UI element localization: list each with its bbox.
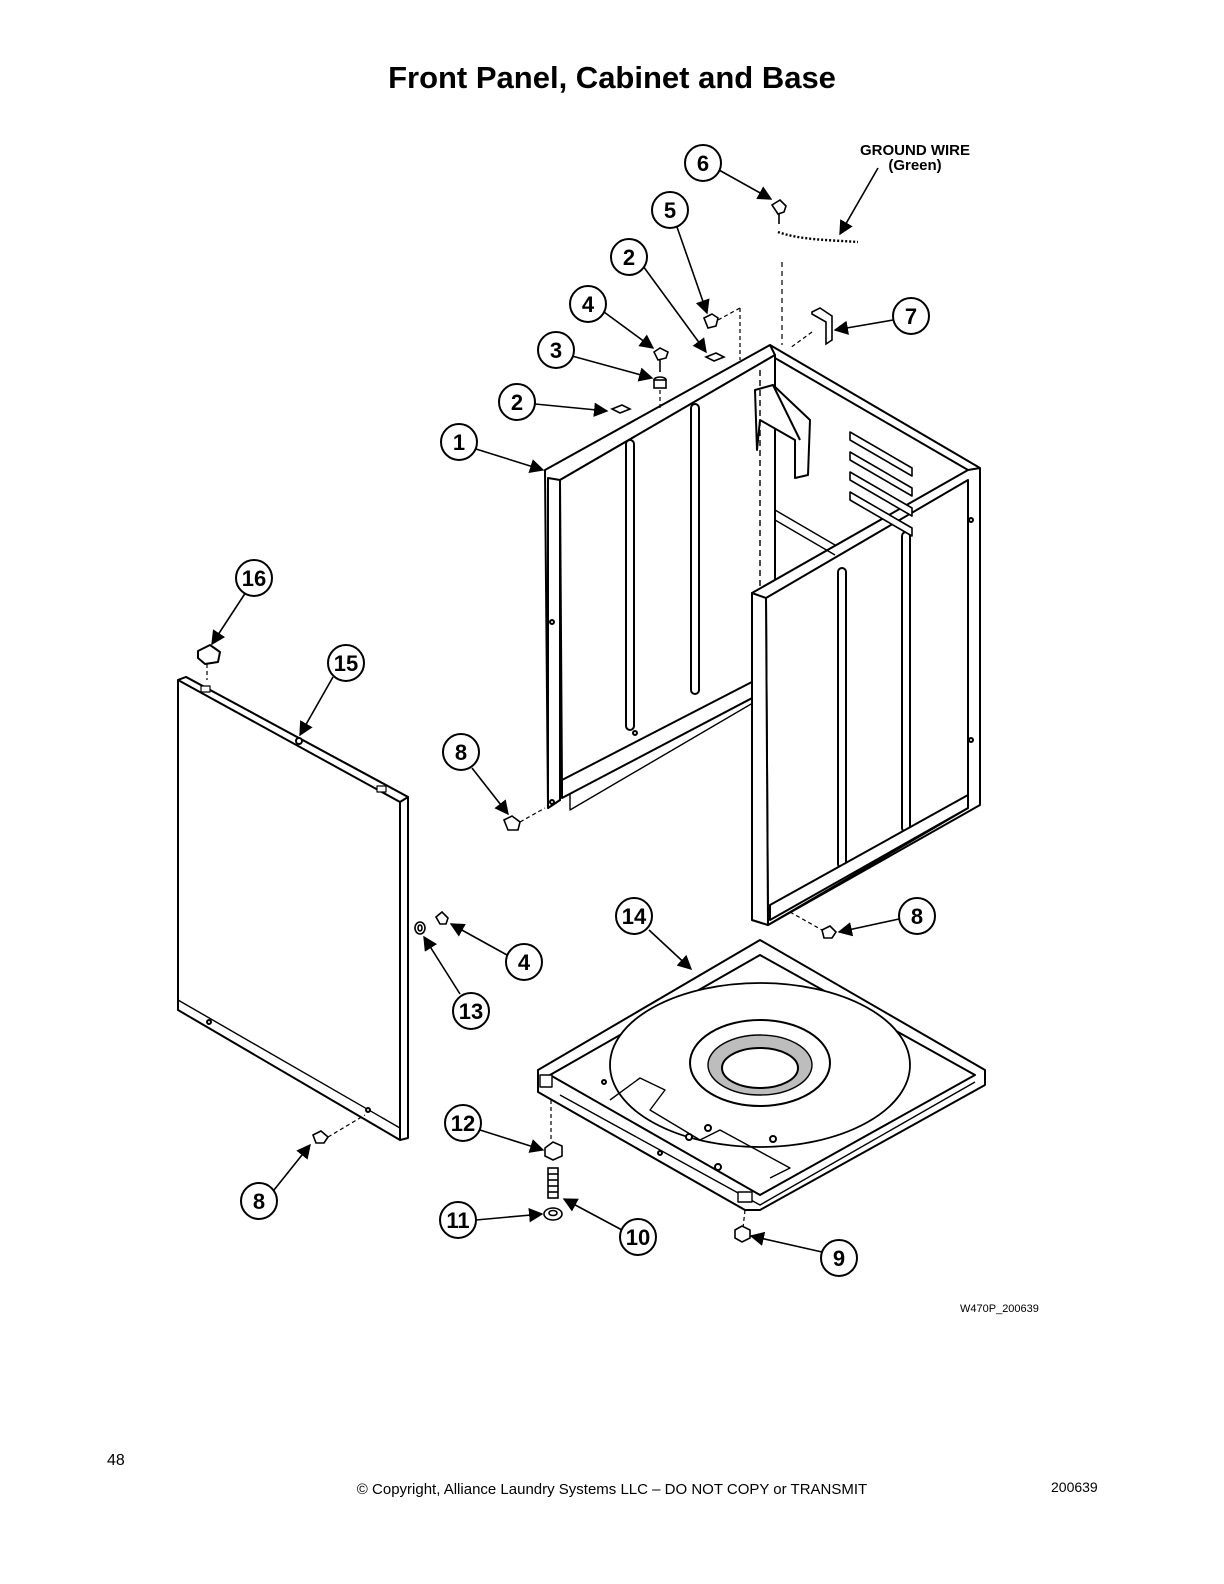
cabinet-drawing (544, 344, 981, 926)
callout-12: 12 (444, 1104, 482, 1142)
svg-text:12: 12 (451, 1111, 475, 1136)
leader-lines (211, 167, 900, 1253)
callout-4a: 4 (569, 285, 607, 323)
callout-8c: 8 (240, 1182, 278, 1220)
document-number: 200639 (1051, 1479, 1098, 1495)
drawing-id: W470P_200639 (960, 1303, 1039, 1315)
svg-text:16: 16 (242, 566, 266, 591)
svg-text:3: 3 (550, 338, 562, 363)
svg-text:4: 4 (518, 950, 531, 975)
callout-1: 1 (440, 423, 478, 461)
svg-text:8: 8 (911, 904, 923, 929)
callout-8a: 8 (442, 733, 480, 771)
svg-text:11: 11 (446, 1208, 469, 1233)
svg-text:4: 4 (582, 292, 595, 317)
callout-8b: 8 (898, 897, 936, 935)
base-drawing (537, 939, 986, 1229)
hardware-parts (311, 198, 859, 1243)
callout-2b: 2 (498, 383, 536, 421)
copyright-notice: © Copyright, Alliance Laundry Systems LL… (356, 1481, 868, 1498)
page-title: Front Panel, Cabinet and Base (388, 60, 836, 95)
callout-14: 14 (615, 897, 653, 935)
callout-9: 9 (820, 1239, 858, 1277)
svg-text:1: 1 (453, 430, 465, 455)
front-panel-drawing (177, 644, 409, 1141)
ground-wire-label-line1: GROUND WIRE (860, 142, 970, 159)
callout-5: 5 (651, 191, 689, 229)
svg-text:2: 2 (623, 245, 635, 270)
svg-text:8: 8 (253, 1189, 265, 1214)
callout-13: 13 (452, 992, 490, 1030)
ground-wire-label: GROUND WIRE (Green) (840, 143, 990, 173)
callout-2a: 2 (610, 238, 648, 276)
svg-text:13: 13 (459, 999, 483, 1024)
svg-text:2: 2 (511, 390, 523, 415)
page-number: 48 (107, 1452, 125, 1469)
svg-text:8: 8 (455, 740, 467, 765)
svg-text:14: 14 (622, 904, 647, 929)
callout-7: 7 (892, 297, 930, 335)
svg-text:5: 5 (664, 198, 676, 223)
callout-11: 11 (439, 1201, 477, 1239)
callout-16: 16 (235, 559, 273, 597)
svg-text:9: 9 (833, 1246, 845, 1271)
svg-text:15: 15 (334, 651, 358, 676)
callout-10: 10 (619, 1218, 657, 1256)
callout-6: 6 (684, 144, 722, 182)
svg-text:6: 6 (697, 151, 709, 176)
ground-wire-label-line2: (Green) (888, 157, 942, 174)
svg-text:10: 10 (626, 1225, 650, 1250)
callout-4b: 4 (505, 943, 543, 981)
svg-text:7: 7 (905, 304, 917, 329)
callout-15: 15 (327, 644, 365, 682)
callout-3: 3 (537, 331, 575, 369)
